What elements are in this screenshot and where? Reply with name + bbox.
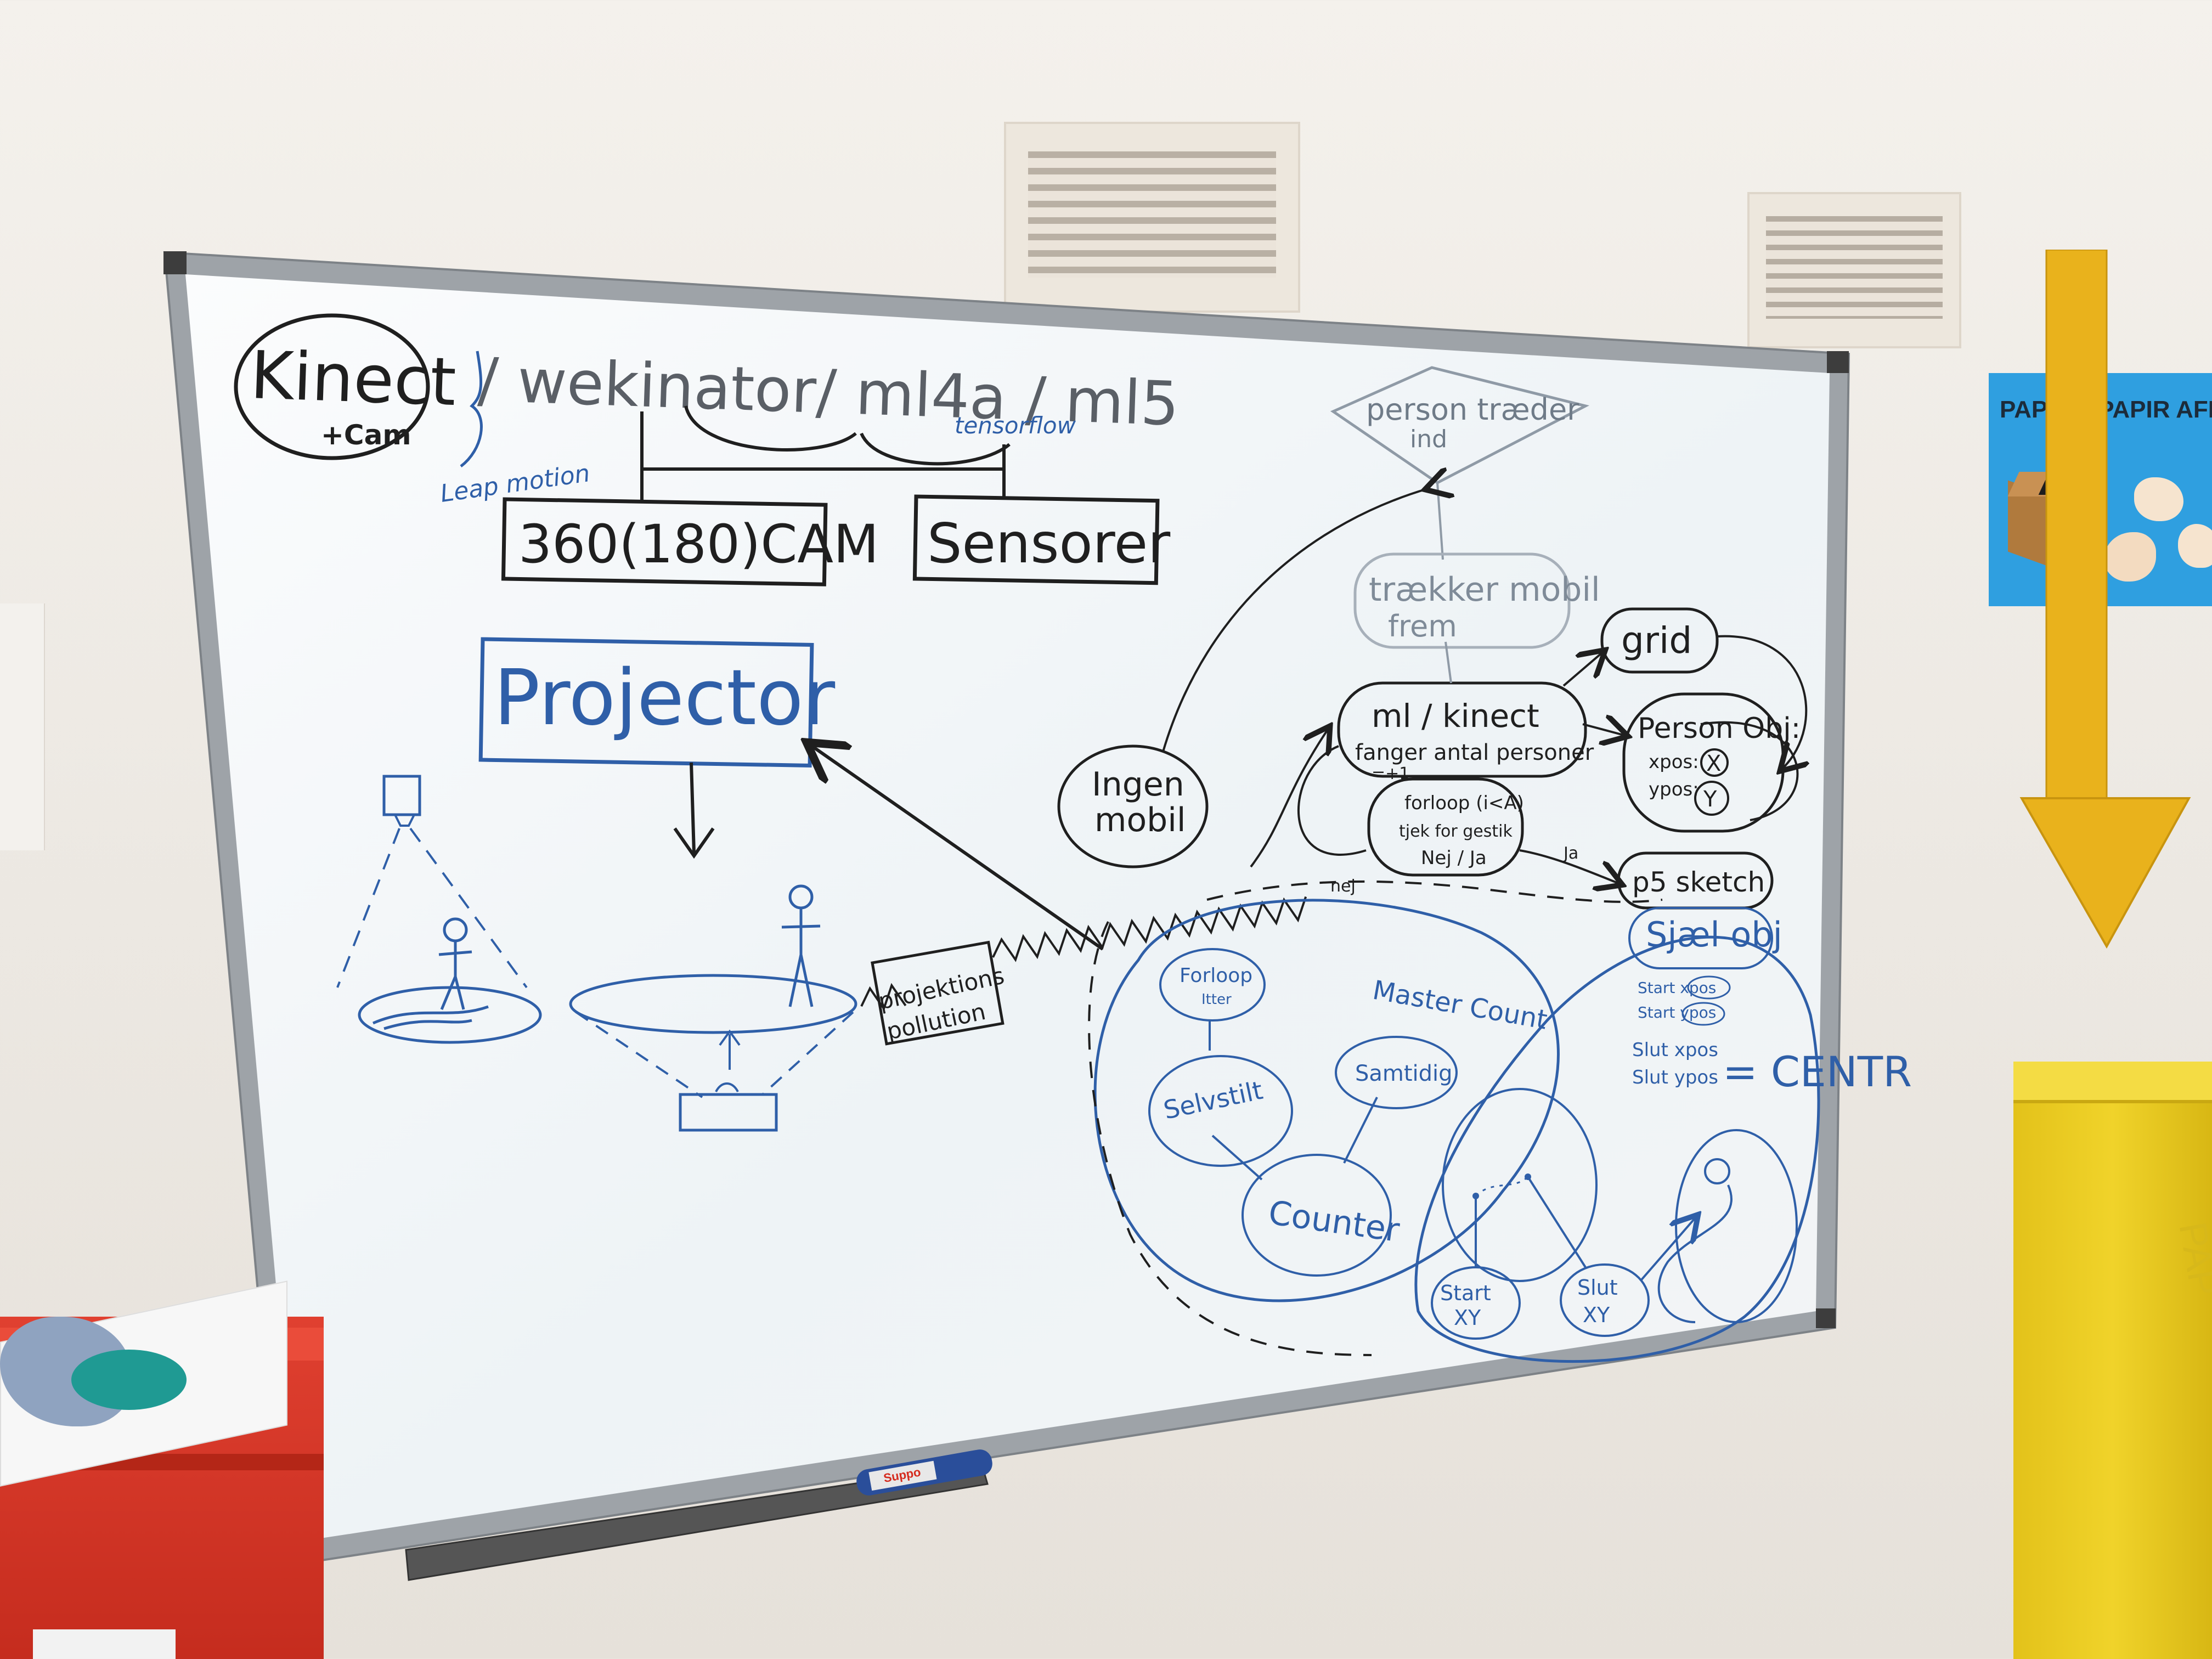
crumpled-paper-icon-3 — [2178, 524, 2212, 568]
person-diamond — [1330, 366, 1590, 484]
ypos-text: ypos: — [1649, 778, 1699, 800]
person-obj-text: Person Obj: — [1638, 712, 1801, 745]
crumpled-paper-icon-2 — [2104, 532, 2156, 582]
slut-xpos: Slut xpos — [1632, 1039, 1718, 1061]
cam360-text: 360(180)CAM — [518, 514, 879, 575]
kinect-circle — [234, 313, 430, 460]
person-line2: ind — [1410, 425, 1447, 453]
mobil-line2: frem — [1388, 609, 1457, 644]
forloop-line2: tjek for gestik — [1399, 822, 1513, 841]
ml-box — [1337, 681, 1587, 778]
ingen-line1: Ingen — [1092, 765, 1184, 804]
yellow-bin: PAP — [2013, 1062, 2212, 1659]
forloop-small-2: Itter — [1201, 991, 1232, 1008]
ml-line1: ml / kinect — [1372, 697, 1539, 735]
teal-rag — [71, 1350, 187, 1410]
samtidig: Samtidig — [1355, 1061, 1453, 1086]
sensorer-text: Sensorer — [927, 511, 1171, 575]
ja-label: Ja — [1562, 844, 1578, 863]
start-xy-2: XY — [1454, 1306, 1481, 1330]
wall-vent-left — [1004, 122, 1300, 313]
person-obj-box — [1622, 692, 1785, 833]
forloop-small-1: Forloop — [1180, 964, 1252, 987]
ingen-line2: mobil — [1094, 801, 1186, 839]
start-ypos: Start ypos — [1638, 1003, 1716, 1022]
wall-vent-right — [1747, 192, 1961, 348]
kinect-sub: +Cam — [321, 419, 411, 451]
marker-tray — [405, 1464, 989, 1581]
tensorflow-text: tensorflow — [955, 412, 1076, 439]
person-line1: person træder — [1366, 392, 1579, 427]
forloop-line1: forloop (i<A) — [1404, 792, 1524, 814]
p5-text: p5 sketch — [1632, 866, 1765, 898]
start-xpos: Start xpos — [1638, 979, 1716, 997]
wall-paper-left — [0, 603, 45, 850]
xpos-val: X — [1706, 751, 1721, 776]
slut-xy-2: XY — [1583, 1303, 1610, 1327]
kinect-text: Kinect — [249, 337, 458, 421]
yellow-down-arrow-icon — [2019, 250, 2191, 949]
nej-label: nej — [1330, 877, 1356, 896]
projector-box — [478, 637, 814, 768]
xpos-text: xpos: — [1649, 751, 1699, 773]
start-xy-1: Start — [1440, 1281, 1491, 1305]
bin-label: PAP — [2171, 1218, 2212, 1300]
whiteboard-surface — [185, 274, 1830, 1542]
ml-line2: fanger antal personer — [1355, 740, 1594, 765]
mobil-line1: trækker mobil — [1369, 571, 1600, 609]
sensorer-box — [912, 494, 1160, 585]
crumpled-paper-icon — [2134, 477, 2183, 521]
grid-box — [1600, 607, 1719, 674]
forloop-line3: Nej / Ja — [1421, 847, 1487, 869]
cam360-box — [501, 497, 828, 586]
slut-ypos: Slut ypos — [1632, 1066, 1718, 1088]
forloop-box — [1367, 777, 1524, 877]
ypos-val: Y — [1703, 787, 1717, 812]
projector-text: Projector — [494, 653, 836, 743]
grid-text: grid — [1621, 619, 1692, 662]
slut-xy-1: Slut — [1577, 1276, 1618, 1300]
